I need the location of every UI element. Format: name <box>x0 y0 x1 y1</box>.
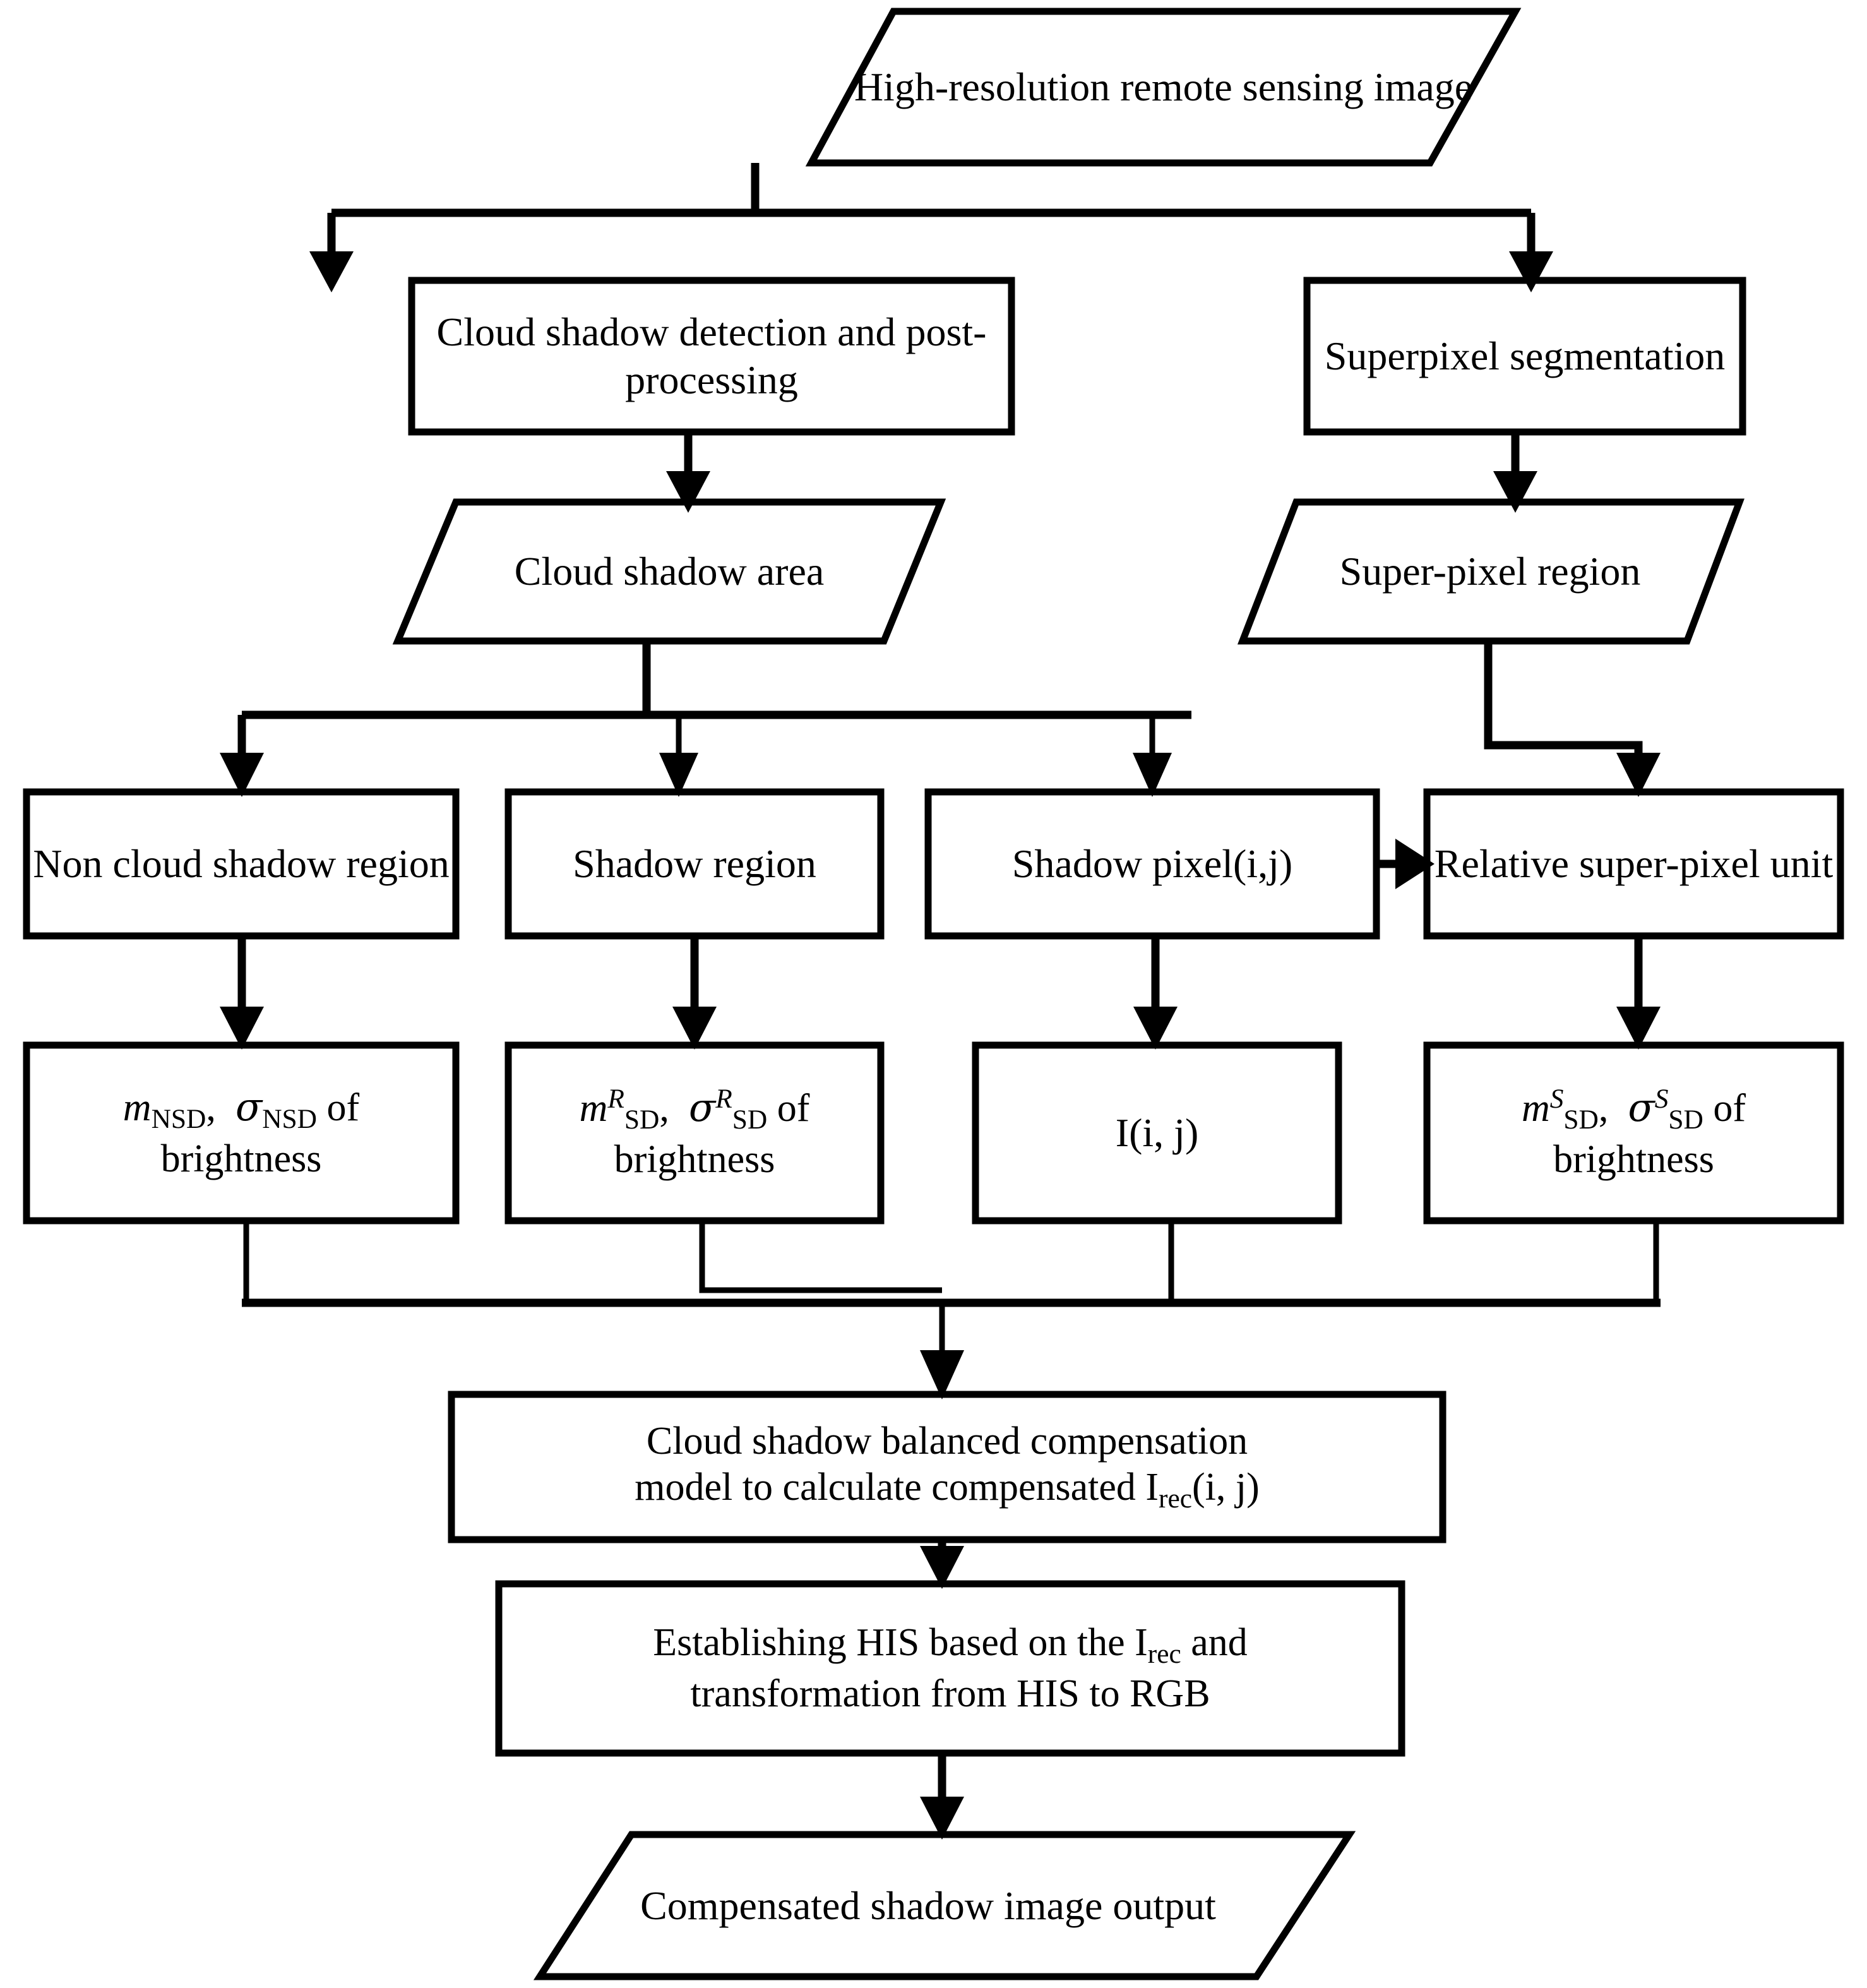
arrowhead-cloud-shadow-area <box>666 471 710 513</box>
node-shape-stats-nsd[interactable] <box>23 1041 460 1225</box>
edge-his-to-output <box>920 1753 964 1840</box>
arrowhead-intensity <box>1133 1007 1178 1050</box>
arrowhead-compensation-model <box>920 1350 964 1399</box>
arrowhead-his-transform <box>920 1546 964 1589</box>
edge-col3-down <box>1133 936 1178 1050</box>
arrowhead-cloud-detect <box>309 251 354 292</box>
arrowhead-shadow-pixel <box>1133 753 1172 797</box>
edge-seg-to-region <box>1493 432 1537 513</box>
node-shape-superpixel-region[interactable] <box>1237 498 1745 645</box>
node-shape-shadow-pixel[interactable] <box>924 788 1380 940</box>
node-shape-intensity[interactable] <box>972 1041 1342 1225</box>
node-shape-cloud-detect[interactable] <box>408 277 1015 436</box>
arrowhead-stats-sd-r <box>672 1007 717 1050</box>
edge-pixel-to-unit <box>1376 839 1435 889</box>
edge-merge-to-model <box>242 1221 1661 1399</box>
arrowhead-pixel-to-unit <box>1395 839 1435 889</box>
arrowhead-output-image <box>920 1797 964 1840</box>
node-shape-compensation-model[interactable] <box>448 1391 1446 1543</box>
edge-col2-down <box>672 936 717 1050</box>
node-shape-shadow-region[interactable] <box>504 788 885 940</box>
node-shape-non-cloud-region[interactable] <box>23 788 460 940</box>
arrowhead-non-cloud-region <box>220 753 264 797</box>
arrowhead-relative-sp-unit <box>1616 753 1661 797</box>
edge-detect-to-area <box>666 432 710 513</box>
edge-region-to-unit <box>1484 641 1661 797</box>
node-shape-stats-sd-r[interactable] <box>504 1041 885 1225</box>
arrowhead-stats-nsd <box>220 1007 264 1050</box>
node-shape-relative-sp-unit[interactable] <box>1423 788 1844 940</box>
arrowhead-superpixel-seg <box>1509 251 1553 292</box>
node-shape-superpixel-seg[interactable] <box>1303 277 1746 436</box>
arrowhead-stats-sd-s <box>1616 1007 1661 1050</box>
edge-col1-down <box>220 936 264 1050</box>
edge-input-split <box>309 163 1553 292</box>
node-shape-cloud-shadow-area[interactable] <box>392 498 946 645</box>
node-shape-output-image[interactable] <box>533 1831 1356 1980</box>
edge-area-split <box>220 641 1191 797</box>
node-shape-stats-sd-s[interactable] <box>1423 1041 1844 1225</box>
edge-model-to-his <box>920 1540 964 1589</box>
arrowhead-shadow-region <box>659 753 698 797</box>
node-shape-his-transform[interactable] <box>495 1580 1405 1757</box>
arrowhead-superpixel-region <box>1493 471 1537 513</box>
edge-col4-down <box>1616 936 1661 1050</box>
node-shape-input-image[interactable] <box>805 8 1522 167</box>
